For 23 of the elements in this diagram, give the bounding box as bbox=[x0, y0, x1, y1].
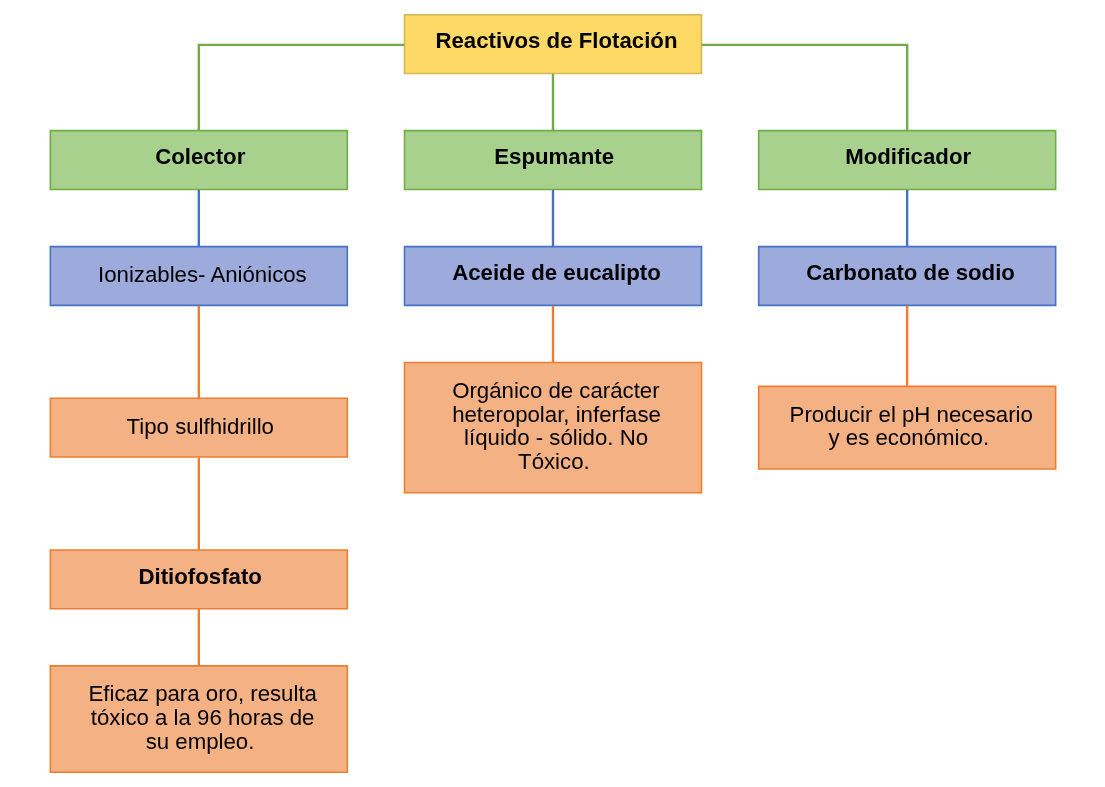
node-box: Producir el pH necesario y es económico. bbox=[757, 385, 1056, 470]
node-box: Espumante bbox=[403, 129, 702, 191]
connector bbox=[551, 189, 554, 247]
connector bbox=[197, 305, 200, 399]
connector bbox=[197, 189, 200, 247]
node-box: Eficaz para oro, resulta tóxico a la 96 horas de su empleo. bbox=[49, 665, 348, 774]
connector bbox=[905, 305, 908, 387]
node-box: Tipo sulfhidrillo bbox=[49, 397, 348, 458]
connector bbox=[197, 608, 200, 666]
node-box: Ditiofosfato bbox=[49, 549, 348, 610]
node-box: Reactivos de Flotación bbox=[403, 13, 702, 75]
connector bbox=[701, 43, 908, 131]
node-box: Modificador bbox=[757, 129, 1056, 191]
connector bbox=[197, 43, 404, 131]
connector bbox=[551, 305, 554, 362]
node-box: Aceide de eucalipto bbox=[403, 245, 702, 307]
node-box: Colector bbox=[49, 129, 348, 191]
node-box: Carbonato de sodio bbox=[757, 245, 1056, 307]
node-box: Orgánico de carácter heteropolar, inferfase líquido - sólido. No Tóxico. bbox=[403, 361, 702, 494]
connector bbox=[197, 457, 200, 550]
connector bbox=[551, 73, 554, 131]
connector bbox=[905, 189, 908, 247]
node-box: Ionizables- Aniónicos bbox=[49, 245, 348, 307]
